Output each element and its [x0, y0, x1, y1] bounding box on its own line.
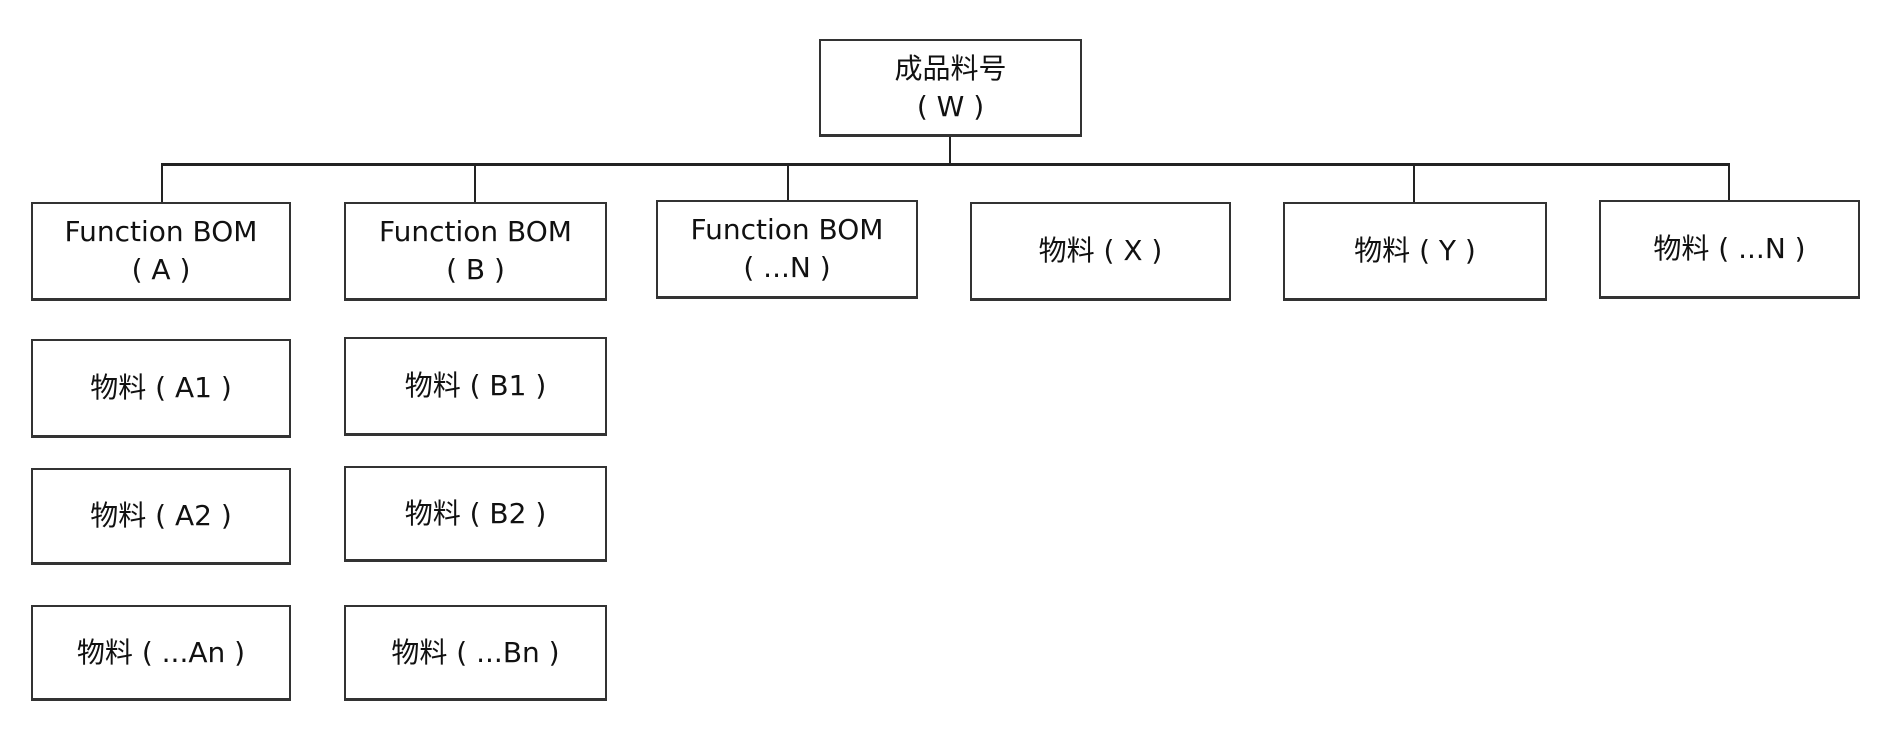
material-bn: 物料 ( ...Bn ) — [344, 605, 607, 701]
material-a2: 物料 ( A2 ) — [31, 468, 291, 565]
node-label: 物料 ( ...An ) — [76, 635, 246, 669]
connector-b — [474, 163, 476, 202]
root-label: 成品料号 — [894, 51, 1007, 85]
node-label: Function BOM — [690, 213, 884, 246]
node-label: 物料 ( X ) — [1038, 234, 1163, 267]
root-node: 成品料号 ( W ) — [819, 39, 1082, 137]
material-n: 物料 ( ...N ) — [1599, 200, 1860, 299]
function-bom-b: Function BOM ( B ) — [344, 202, 607, 301]
node-code: ( B ) — [446, 253, 505, 286]
root-code: ( W ) — [916, 89, 985, 123]
node-label: 物料 ( B2 ) — [404, 496, 547, 530]
connector-n2 — [1728, 163, 1730, 202]
connector-horizontal — [161, 163, 1730, 166]
material-y: 物料 ( Y ) — [1283, 202, 1547, 301]
node-code: ( ...N ) — [743, 251, 831, 284]
node-code: ( A ) — [131, 253, 191, 286]
node-label: 物料 ( A2 ) — [90, 499, 232, 532]
node-label: Function BOM — [379, 215, 572, 248]
connector-y — [1413, 163, 1415, 202]
connector-n — [787, 163, 789, 202]
material-x: 物料 ( X ) — [970, 202, 1231, 301]
material-an: 物料 ( ...An ) — [31, 605, 291, 701]
material-b1: 物料 ( B1 ) — [344, 337, 607, 436]
node-label: 物料 ( B1 ) — [404, 369, 547, 402]
function-bom-a: Function BOM ( A ) — [31, 202, 291, 301]
connector-root-down — [949, 137, 951, 165]
node-label: Function BOM — [64, 215, 258, 248]
node-label: 物料 ( ...N ) — [1653, 232, 1806, 265]
function-bom-n: Function BOM ( ...N ) — [656, 200, 918, 299]
material-b2: 物料 ( B2 ) — [344, 466, 607, 562]
node-label: 物料 ( ...Bn ) — [391, 635, 560, 669]
connector-a — [161, 163, 163, 202]
node-label: 物料 ( A1 ) — [90, 371, 232, 404]
node-label: 物料 ( Y ) — [1354, 234, 1476, 267]
material-a1: 物料 ( A1 ) — [31, 339, 291, 438]
